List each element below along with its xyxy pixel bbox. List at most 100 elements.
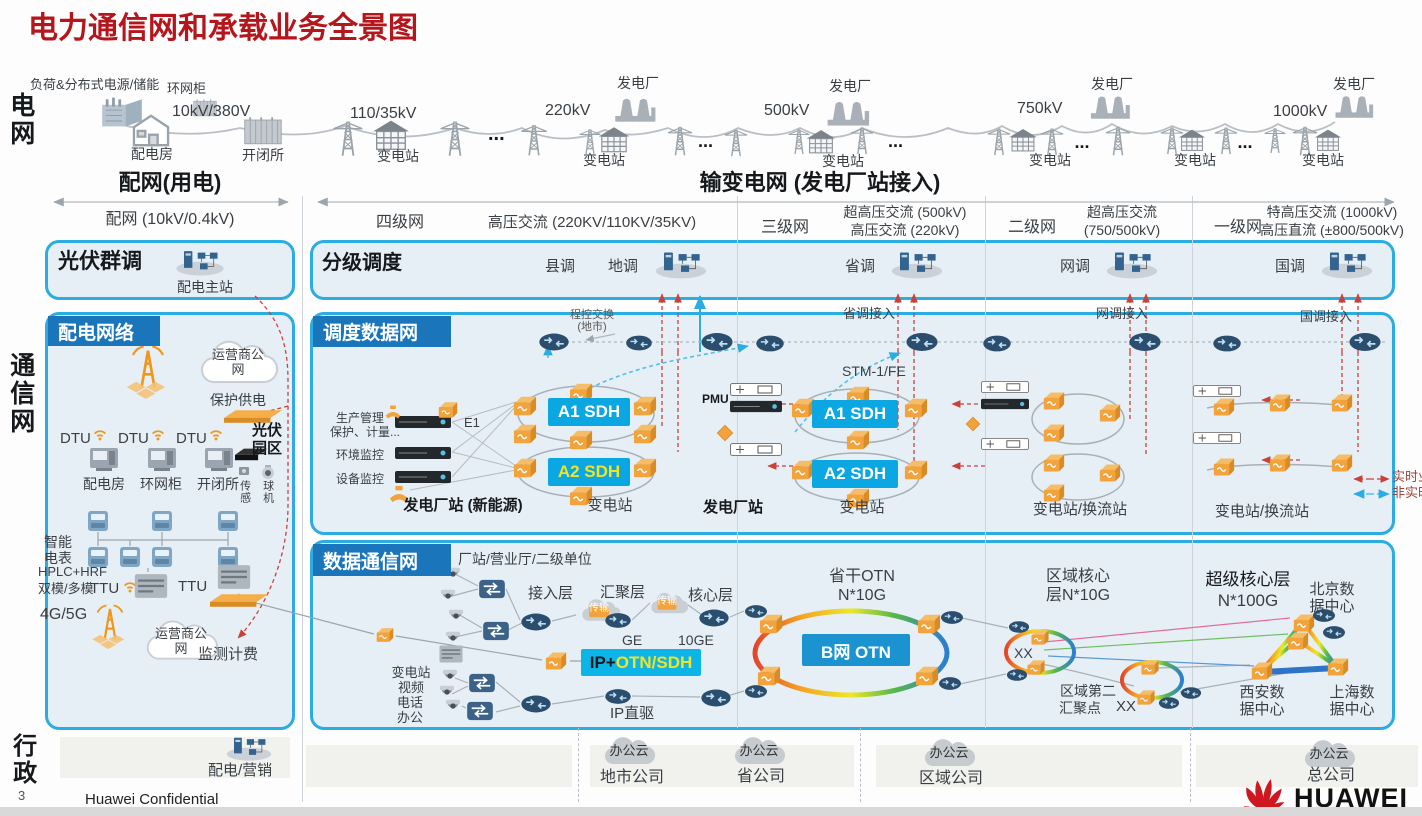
ellipsis: ... xyxy=(488,123,505,145)
dc-node-icon xyxy=(1326,656,1350,678)
router-icon xyxy=(982,334,1012,353)
power-plant-label: 发电厂 xyxy=(1091,76,1133,92)
phone-office-label-1: 电话 xyxy=(396,695,424,710)
ball-camera-label: 球机 xyxy=(261,480,274,504)
regional-core-label-2: 层N*10G xyxy=(1045,587,1111,604)
office-cloud-label: 办公云 xyxy=(739,743,779,758)
power-plant-icon xyxy=(1332,90,1376,119)
level-2-desc1: 超高压交流 xyxy=(1087,204,1157,220)
sdh-node-icon xyxy=(1098,402,1122,424)
smart-meter-icon xyxy=(150,546,174,568)
pmu-label: PMU xyxy=(702,392,729,406)
confidential-note: Huawei Confidential xyxy=(85,791,219,808)
plant-label: 发电厂站 xyxy=(702,499,764,516)
dtu-label: DTU xyxy=(176,430,207,447)
phone-icon xyxy=(386,484,412,504)
metering-billing-label: 监测计费 xyxy=(198,646,259,663)
xian-dc-label-2: 据中心 xyxy=(1239,701,1285,718)
pv-park-label-2: 园区 xyxy=(251,440,283,457)
regional-core-label-1: 区域核心 xyxy=(1045,568,1111,585)
ip-label: IP+ xyxy=(589,652,616,672)
admin-divider-1 xyxy=(578,728,579,802)
camera-icon xyxy=(446,608,466,624)
ellipsis: ... xyxy=(1074,132,1090,152)
service-label-equipment: 设备监控 xyxy=(336,472,385,486)
plant-new-energy-label: 发电厂站 (新能源) xyxy=(403,497,523,514)
bottom-strip xyxy=(0,807,1422,816)
ip-otn-sdh-box: IP+OTN/SDH xyxy=(581,649,701,676)
router-icon xyxy=(1348,331,1382,353)
substation-video-label-2: 视频 xyxy=(397,680,425,695)
transmission-tower-icon xyxy=(1212,119,1240,157)
teleprotection-device-icon xyxy=(728,443,784,456)
distribution-marketing-label: 配电/营销 xyxy=(208,762,273,779)
b-net-otn-box: B网 OTN xyxy=(802,634,910,666)
pv-dispatch-title: 光伏群调 xyxy=(58,250,142,273)
regional-agg-label-1: 区域第二 xyxy=(1060,683,1116,699)
substation-label: 变电站 xyxy=(1174,152,1216,168)
pv-dispatch-box xyxy=(45,240,295,300)
shanghai-dc-label-1: 上海数 xyxy=(1329,684,1375,701)
substation-label: 变电站 xyxy=(1029,152,1071,168)
ball-camera-icon xyxy=(260,464,276,480)
10ge-label: 10GE xyxy=(678,632,714,648)
transmission-tower-icon xyxy=(1103,118,1133,158)
substation-icon xyxy=(1007,127,1039,153)
server-bar-icon xyxy=(394,415,452,429)
smart-meter-icon xyxy=(118,546,142,568)
dual-mode-label: 双模/多模 xyxy=(38,581,94,596)
transmission-tower-icon xyxy=(665,118,695,158)
sdh-node-icon xyxy=(1268,452,1292,474)
column-divider-3 xyxy=(985,196,986,728)
sdh-node-icon xyxy=(903,396,929,420)
otn-node-icon xyxy=(914,664,940,688)
teleprotection-device-icon xyxy=(1192,385,1242,397)
a2-sdh-box: A2 SDH xyxy=(548,458,630,486)
hq-company-label: 总公司 xyxy=(1306,767,1356,784)
office-cloud-icon xyxy=(1296,739,1362,771)
hplc-label: HPLC+HRF xyxy=(38,564,107,579)
pv-park-label-1: 光伏 xyxy=(251,422,283,439)
sdh-node-icon xyxy=(1212,456,1236,478)
sdh-node-icon xyxy=(903,458,929,482)
camera-icon xyxy=(438,588,458,604)
media-gateway-icon xyxy=(374,626,396,644)
power-plant-icon xyxy=(1086,90,1134,120)
super-core-label-2: N*100G xyxy=(1217,591,1279,610)
admin-band-city xyxy=(306,745,572,787)
sdh-node-icon xyxy=(845,428,871,452)
dispatch-data-network-tag: 调度数据网 xyxy=(313,316,451,347)
sdh-node-icon xyxy=(632,394,658,418)
sites-label: 厂站/营业厅/二级单位 xyxy=(458,551,592,567)
substation-icon xyxy=(804,128,838,155)
distribution-master-label: 配电主站 xyxy=(177,279,233,295)
substation-label: 变电站 xyxy=(583,152,625,168)
substation-label: 变电站 xyxy=(587,497,633,514)
router-icon xyxy=(744,604,768,619)
distribution-network-tag: 配电网络 xyxy=(48,316,160,346)
otn-node-icon xyxy=(1136,688,1156,707)
ttu-label: TTU xyxy=(178,578,208,595)
wifi-icon xyxy=(92,428,108,441)
router-icon xyxy=(520,612,552,632)
transmission-tower-icon xyxy=(518,116,550,158)
city-dispatch-icon xyxy=(652,246,710,280)
voltage-10kv: 10kV/380V xyxy=(172,103,251,120)
transmission-tower-icon xyxy=(577,122,603,156)
office-cloud-icon xyxy=(596,736,662,768)
dtu-device-icon xyxy=(88,446,120,472)
phone-icon xyxy=(383,404,403,420)
power-plant-icon xyxy=(611,92,659,123)
ip-direct-label: IP直驱 xyxy=(610,705,655,722)
router-icon xyxy=(625,334,653,352)
dtu-device-icon xyxy=(203,446,235,472)
office-cloud-label: 办公云 xyxy=(609,743,649,758)
mux-icon xyxy=(965,416,981,432)
voltage-500kv: 500kV xyxy=(764,102,810,119)
service-label-protection: 保护、计量... xyxy=(330,425,401,439)
beijing-dc-label-1: 北京数 xyxy=(1309,581,1355,598)
distribution-room-icon xyxy=(128,112,174,148)
province-dispatch-icon xyxy=(888,246,946,280)
router-icon xyxy=(1180,686,1202,700)
